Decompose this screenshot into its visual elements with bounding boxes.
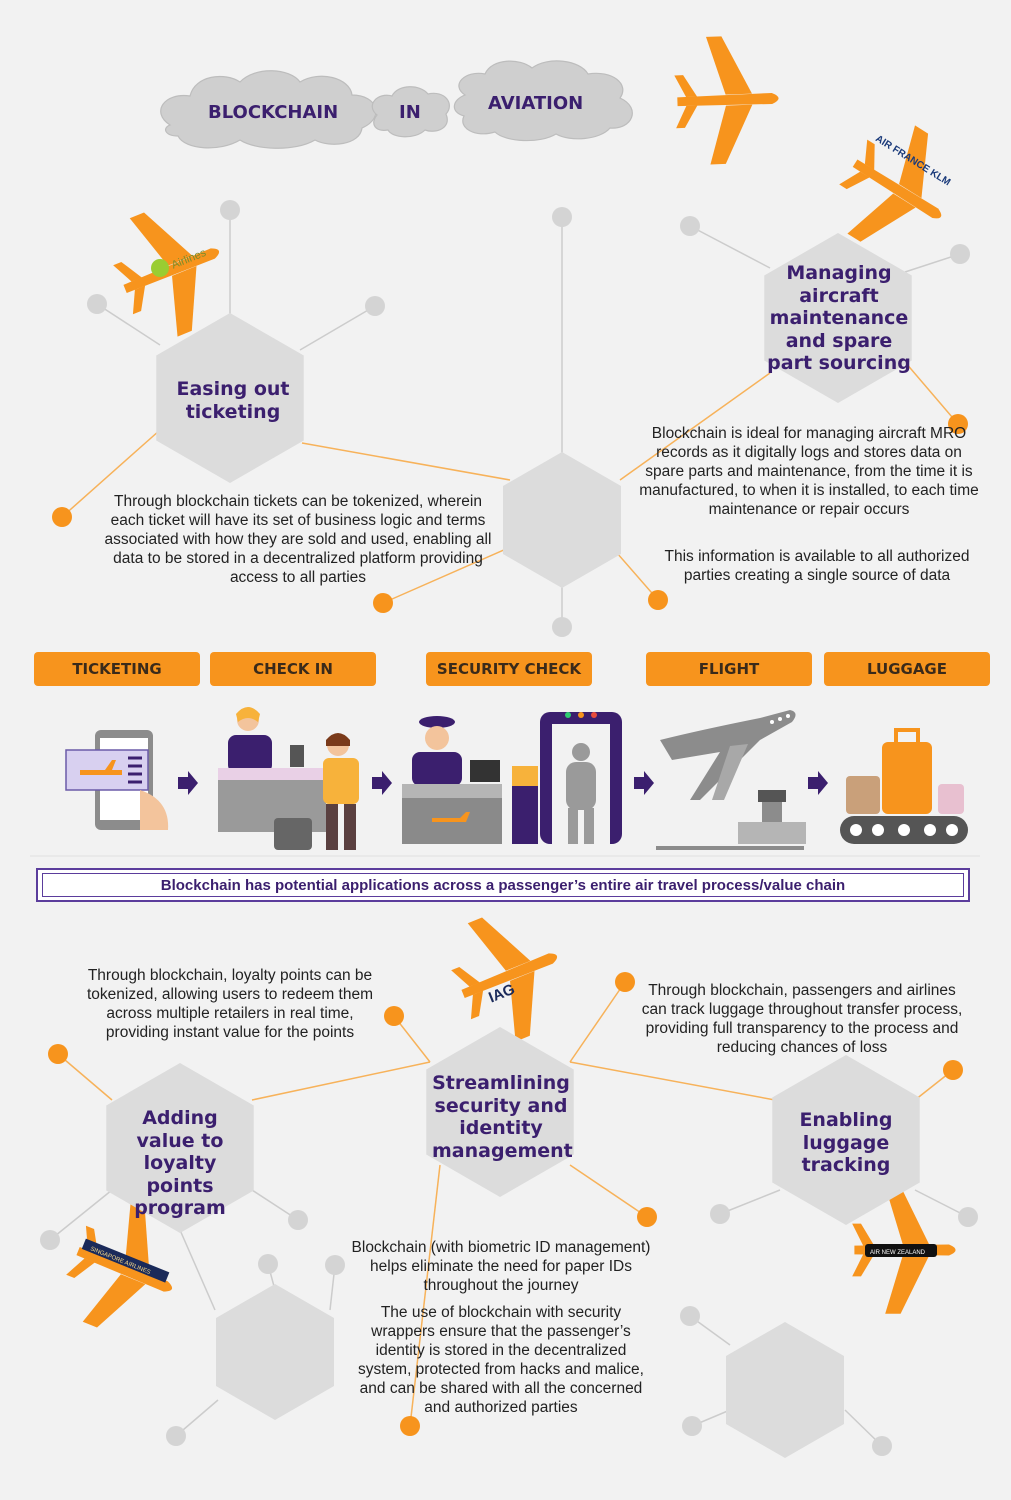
singapore-airlines-plane-icon xyxy=(52,1191,196,1349)
title-word-aviation: AVIATION xyxy=(488,93,584,114)
stage-luggage: LUGGAGE xyxy=(824,652,990,686)
top-network-grey-lines xyxy=(96,210,961,627)
ticketing-heading: Easing out ticketing xyxy=(176,378,290,423)
title-word-blockchain: BLOCKCHAIN xyxy=(208,102,339,123)
airlines-plane-icon xyxy=(99,191,243,349)
maintenance-description: Blockchain is ideal for managing aircraf… xyxy=(639,425,979,518)
loyalty-heading: Adding value to loyalty points program xyxy=(134,1107,226,1219)
stage-flight: FLIGHT xyxy=(646,652,812,686)
title-clouds xyxy=(160,60,633,149)
security-check-icon xyxy=(402,712,622,844)
arrow-icon xyxy=(178,771,828,795)
luggage-conveyor-icon xyxy=(840,728,968,844)
loyalty-description: Through blockchain, loyalty points can b… xyxy=(86,967,374,1041)
luggage-description: Through blockchain, passengers and airli… xyxy=(641,982,963,1056)
air-new-zealand-plane-icon xyxy=(852,1186,956,1314)
security-heading: Streamlining security and identity manag… xyxy=(432,1072,573,1162)
stage-ticketing: TICKETING xyxy=(34,652,200,686)
value-chain-banner: Blockchain has potential applications ac… xyxy=(36,868,970,902)
maintenance-heading: Managing aircraft maintenance and spare … xyxy=(767,262,911,374)
value-chain-banner-text: Blockchain has potential applications ac… xyxy=(42,873,964,897)
title-word-in: IN xyxy=(399,102,421,123)
top-dots xyxy=(52,200,970,637)
top-network-lines xyxy=(61,361,959,604)
iag-plane-icon xyxy=(437,896,581,1054)
check-in-desk-icon xyxy=(218,707,359,850)
security-description-2: The use of blockchain with security wrap… xyxy=(357,1304,644,1416)
maintenance-description-2: This information is available to all aut… xyxy=(664,548,970,584)
bottom-dots xyxy=(40,972,978,1456)
ticketing-description: Through blockchain tickets can be tokeni… xyxy=(104,493,492,586)
flight-takeoff-icon xyxy=(656,710,806,850)
air-new-zealand-logo-text: AIR NEW ZEALAND xyxy=(870,1250,926,1256)
luggage-heading: Enabling luggage tracking xyxy=(799,1109,893,1176)
bottom-network-lines xyxy=(57,981,954,1427)
title-plane-icon xyxy=(673,34,781,166)
stage-check-in: CHECK IN xyxy=(210,652,376,686)
ticketing-phone-icon xyxy=(65,730,169,830)
security-description: Blockchain (with biometric ID management… xyxy=(351,1239,651,1294)
stage-security-check: SECURITY CHECK xyxy=(426,652,592,686)
